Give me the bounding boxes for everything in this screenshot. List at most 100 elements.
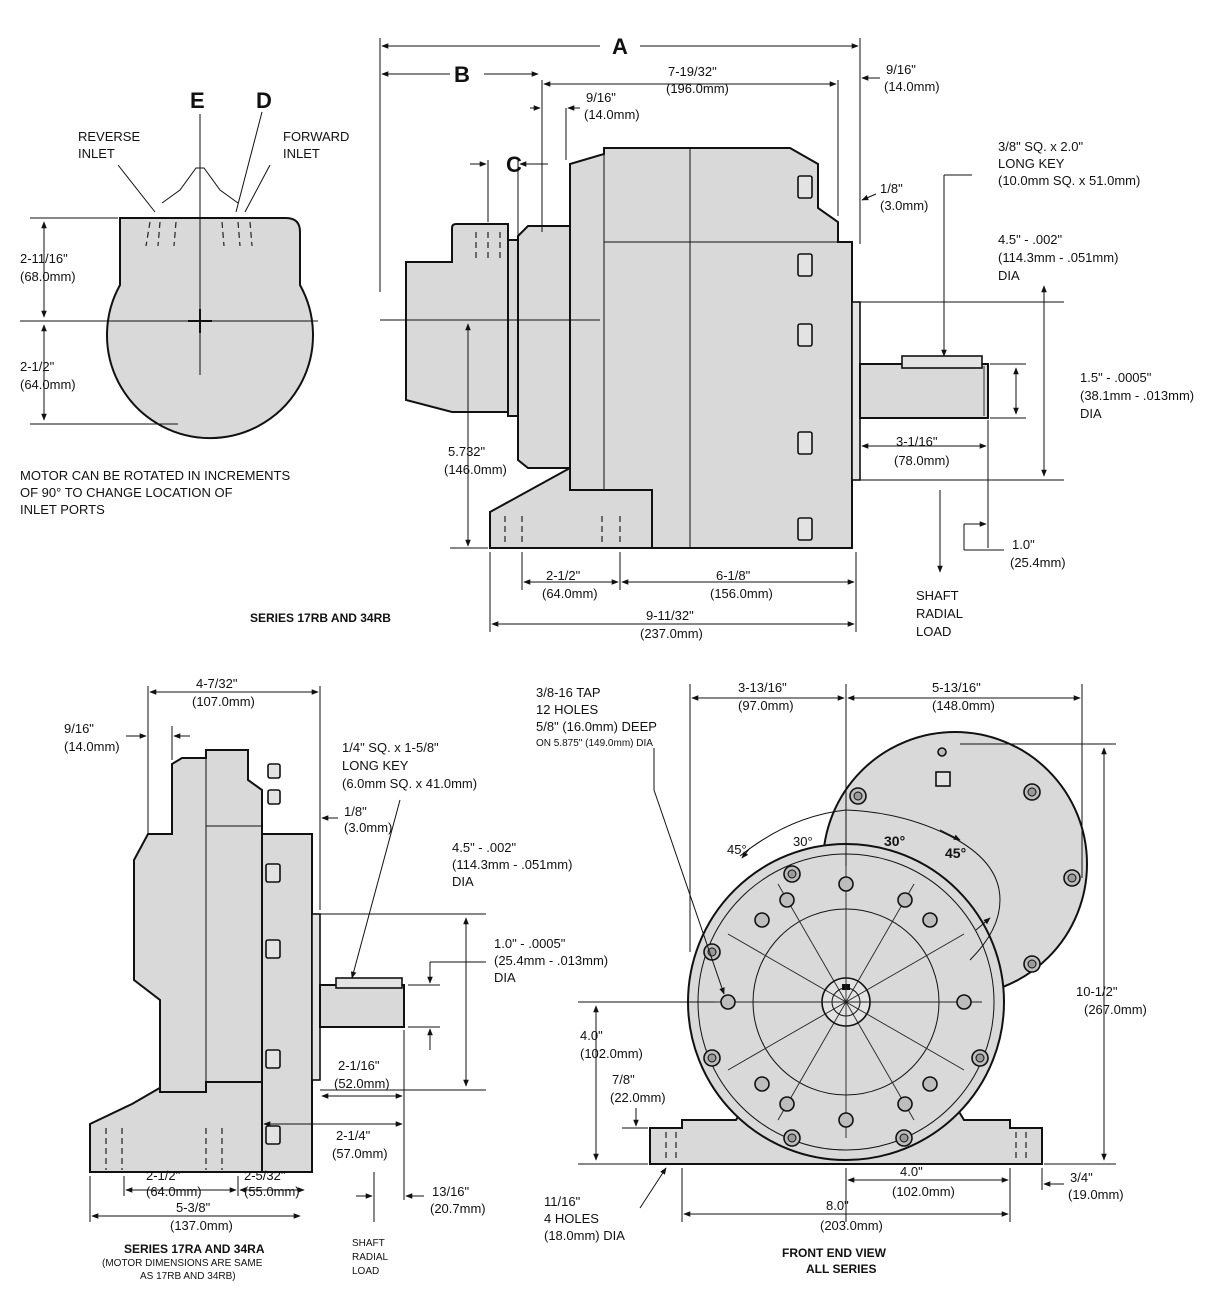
dim-3-4-mm: (19.0mm)	[1068, 1187, 1124, 1202]
dim-5-13-16-mm: (148.0mm)	[932, 698, 995, 713]
angle-30-right: 30°	[884, 833, 905, 849]
dim-4-7-32-mm: (107.0mm)	[192, 694, 255, 709]
key-ra-1: 1/4" SQ. x 1-5/8"	[342, 740, 439, 755]
tap-note-3: 5/8" (16.0mm) DEEP	[536, 719, 657, 734]
letter-d: D	[256, 88, 272, 113]
dim-9-16-mid-in: 9/16"	[586, 90, 616, 105]
dim-8-0-mm: (203.0mm)	[820, 1218, 883, 1233]
pilot-ra-2: (114.3mm - .051mm)	[452, 857, 572, 872]
dim-2-1-2-ra-mm: (64.0mm)	[146, 1184, 202, 1199]
dim-9-11-32-mm: (237.0mm)	[640, 626, 703, 641]
dim-3-1-16-mm: (78.0mm)	[894, 453, 950, 468]
dim-2-1-4-mm: (57.0mm)	[332, 1146, 388, 1161]
pilot-ra-3: DIA	[452, 874, 474, 889]
key-rb-2: LONG KEY	[998, 156, 1065, 171]
dim-7-8-in: 7/8"	[612, 1072, 635, 1087]
dim-9-16-ra-in: 9/16"	[64, 721, 94, 736]
dim-2-5-32-mm: (55.0mm)	[244, 1184, 300, 1199]
dim-4-0-h-in: 4.0"	[900, 1164, 923, 1179]
dim-2-1-16-mm: (52.0mm)	[334, 1076, 390, 1091]
dim-9-16-ra-mm: (14.0mm)	[64, 739, 120, 754]
letter-b: B	[454, 62, 470, 87]
dim-4-0-h-mm: (102.0mm)	[892, 1184, 955, 1199]
side-view-ra: 4-7/32" (107.0mm) 9/16" (14.0mm) 1/4" SQ…	[64, 676, 608, 1282]
dim-1-0-rb-mm: (25.4mm)	[1010, 555, 1066, 570]
radial-rb-3: LOAD	[916, 624, 951, 639]
dim-6-1-8-mm: (156.0mm)	[710, 586, 773, 601]
shaft-ra-1: 1.0" - .0005"	[494, 936, 566, 951]
front-caption-1: FRONT END VIEW	[782, 1246, 887, 1260]
dim-upper-2: (68.0mm)	[20, 269, 76, 284]
tap-note-2: 12 HOLES	[536, 702, 598, 717]
dim-9-16-right-mm: (14.0mm)	[884, 79, 940, 94]
dim-7-8-mm: (22.0mm)	[610, 1090, 666, 1105]
dim-2-5-32-in: 2-5/32"	[244, 1168, 286, 1183]
rotate-note-1: MOTOR CAN BE ROTATED IN INCREMENTS	[20, 468, 290, 483]
key-rb-3: (10.0mm SQ. x 51.0mm)	[998, 173, 1140, 188]
dim-7-19-32-mm: (196.0mm)	[666, 81, 729, 96]
dim-1-8-ra-mm: (3.0mm)	[344, 820, 392, 835]
dim-lower-1: 2-1/2"	[20, 359, 55, 374]
dim-3-13-16-mm: (97.0mm)	[738, 698, 794, 713]
tap-note-1: 3/8-16 TAP	[536, 685, 601, 700]
shaft-rb-3: DIA	[1080, 406, 1102, 421]
angle-45-right: 45°	[945, 845, 966, 861]
dim-3-13-16-in: 3-13/16"	[738, 680, 787, 695]
dim-1-0-rb-in: 1.0"	[1012, 537, 1035, 552]
dim-6-1-8-in: 6-1/8"	[716, 568, 751, 583]
end-view-inlets: E D REVERSE INLET FORWARD INLET 2-11/16"…	[20, 88, 349, 517]
radial-rb-2: RADIAL	[916, 606, 963, 621]
dim-2-1-4-in: 2-1/4"	[336, 1128, 371, 1143]
dim-4-0-v-mm: (102.0mm)	[580, 1046, 643, 1061]
series-rb-caption: SERIES 17RB AND 34RB	[250, 611, 391, 625]
holes-note-2: 4 HOLES	[544, 1211, 599, 1226]
front-end-view: 45° 30° 30° 45° 3/8-16 TAP 12 HOLES 5/8"…	[536, 680, 1147, 1276]
pilot-ra-1: 4.5" - .002"	[452, 840, 517, 855]
dim-3-1-16-in: 3-1/16"	[896, 434, 938, 449]
series-ra-caption-2: (MOTOR DIMENSIONS ARE SAME	[102, 1258, 263, 1269]
front-caption-2: ALL SERIES	[806, 1262, 876, 1276]
dim-1-8-ra-in: 1/8"	[344, 804, 367, 819]
dim-1-8-rb-mm: (3.0mm)	[880, 198, 928, 213]
angle-45-left: 45°	[727, 842, 747, 857]
shaft-ra-3: DIA	[494, 970, 516, 985]
letter-e: E	[190, 88, 205, 113]
pilot-rb-2: (114.3mm - .051mm)	[998, 250, 1118, 265]
dim-2-1-2-ra-in: 2-1/2"	[146, 1168, 181, 1183]
dim-10-1-2-in: 10-1/2"	[1076, 984, 1118, 999]
dim-13-16-in: 13/16"	[432, 1184, 470, 1199]
reverse-inlet-label-1: REVERSE	[78, 129, 140, 144]
series-ra-caption-1: SERIES 17RA AND 34RA	[124, 1242, 265, 1256]
dim-5-3-8-in: 5-3/8"	[176, 1200, 211, 1215]
holes-note-3: (18.0mm) DIA	[544, 1228, 625, 1243]
dim-5-732-mm: (146.0mm)	[444, 462, 507, 477]
dim-lower-2: (64.0mm)	[20, 377, 76, 392]
dim-2-1-2-rb-mm: (64.0mm)	[542, 586, 598, 601]
dim-4-7-32-in: 4-7/32"	[196, 676, 238, 691]
dim-1-8-rb-in: 1/8"	[880, 181, 903, 196]
reverse-inlet-label-2: INLET	[78, 146, 115, 161]
dim-5-3-8-mm: (137.0mm)	[170, 1218, 233, 1233]
dim-9-11-32-in: 9-11/32"	[646, 608, 694, 623]
rotate-note-2: OF 90° TO CHANGE LOCATION OF	[20, 485, 233, 500]
holes-note-1: 11/16"	[544, 1194, 581, 1209]
dim-9-16-right-in: 9/16"	[886, 62, 916, 77]
key-ra-3: (6.0mm SQ. x 41.0mm)	[342, 776, 477, 791]
dim-13-16-mm: (20.7mm)	[430, 1201, 486, 1216]
series-ra-caption-3: AS 17RB AND 34RB)	[140, 1271, 236, 1282]
dim-10-1-2-mm: (267.0mm)	[1084, 1002, 1147, 1017]
tap-note-4: ON 5.875" (149.0mm) DIA	[536, 738, 653, 749]
angle-30-left: 30°	[793, 834, 813, 849]
letter-c: C	[506, 152, 522, 177]
letter-a: A	[612, 34, 628, 59]
radial-rb-1: SHAFT	[916, 588, 959, 603]
pilot-rb-3: DIA	[998, 268, 1020, 283]
radial-ra-2: RADIAL	[352, 1252, 389, 1263]
shaft-rb-2: (38.1mm - .013mm)	[1080, 388, 1194, 403]
radial-ra-3: LOAD	[352, 1266, 379, 1277]
dim-7-19-32-in: 7-19/32"	[668, 64, 717, 79]
side-view-rb: A B 7-19/32" (196.0mm) 9/16" (14.0mm) 9/…	[250, 34, 1194, 641]
dim-9-16-mid-mm: (14.0mm)	[584, 107, 640, 122]
rotate-note-3: INLET PORTS	[20, 502, 105, 517]
